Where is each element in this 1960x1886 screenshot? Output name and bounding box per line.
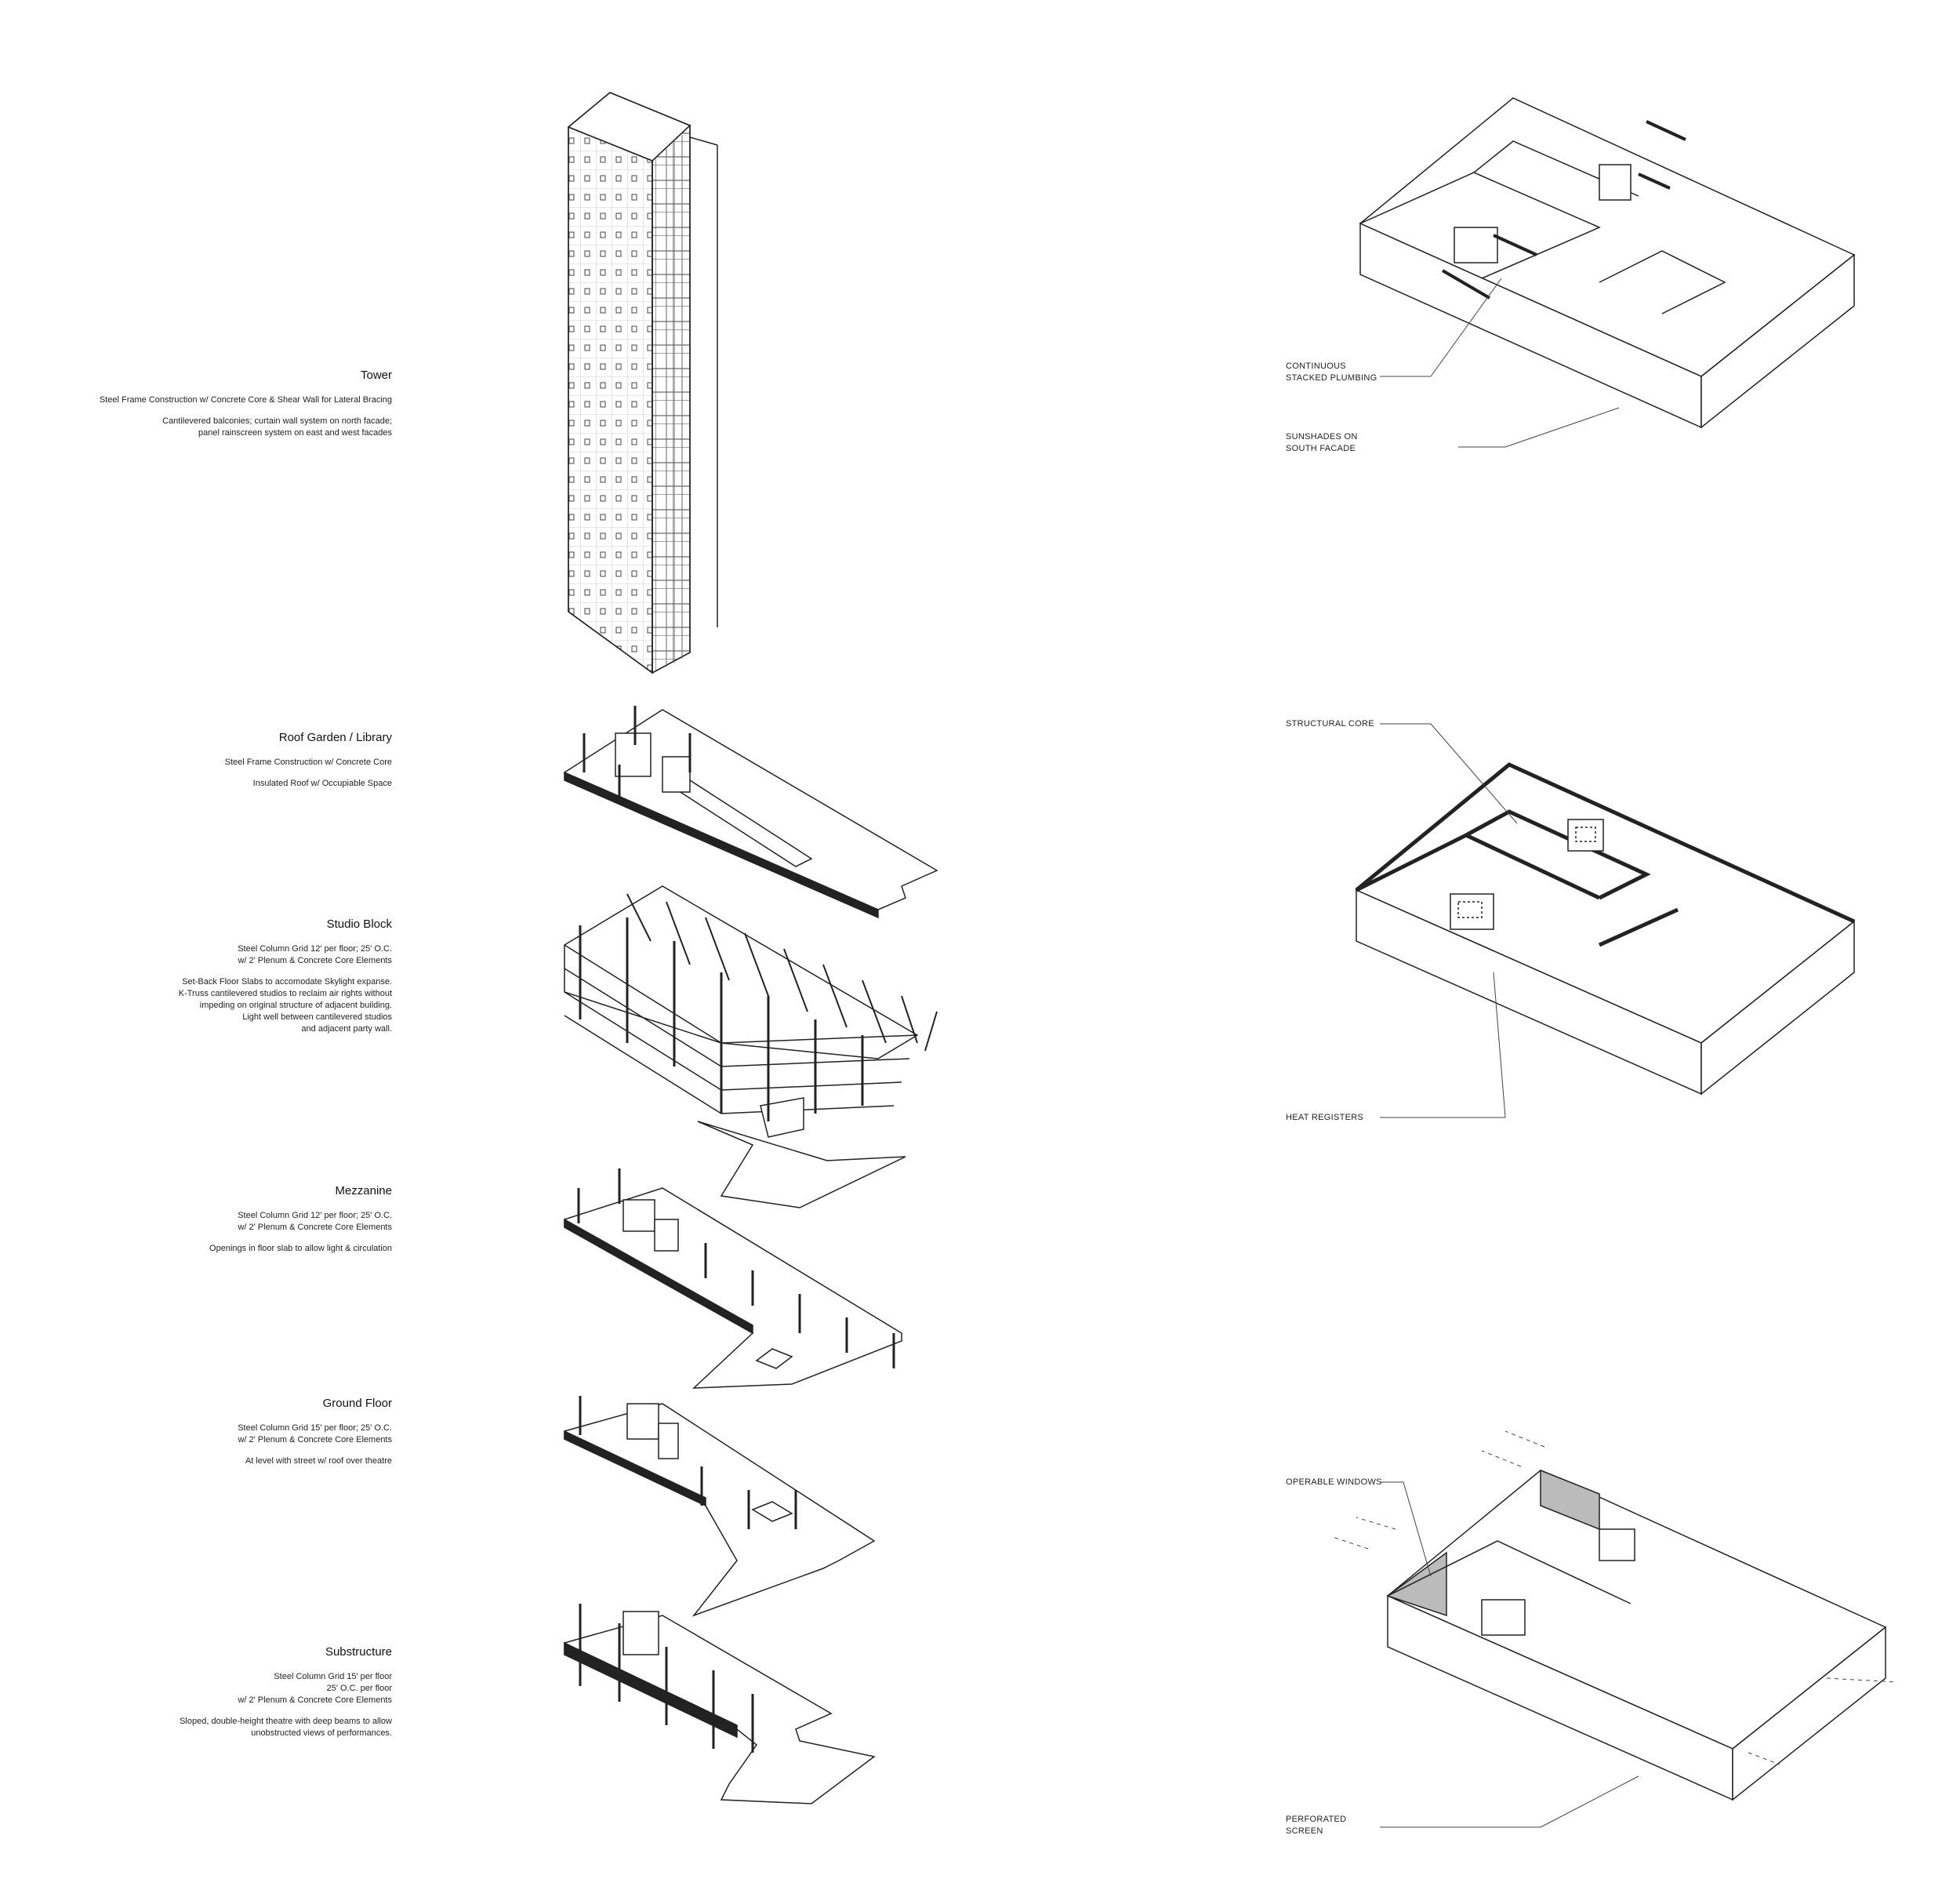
apartment-axon-plumbing [1359,97,1856,429]
mezzanine-desc-2: Openings in floor slab to allow light & … [209,1244,392,1253]
roof-garden-drawing [563,706,938,919]
roof-garden-desc-2: Insulated Roof w/ Occupiable Space [252,779,392,788]
substructure-title: Substructure [325,1645,392,1659]
ground-floor-desc-2: At level with street w/ roof over theatr… [245,1456,392,1466]
tower-desc-2: Cantilevered balconies; curtain wall sys… [162,416,392,438]
perforated-screen-label: PERFORATED SCREEN [1286,1815,1347,1836]
tower-drawing [568,92,718,674]
mezzanine-text-block: Mezzanine Steel Column Grid 12' per floo… [209,1184,392,1264]
heat-leader [1493,972,1506,1118]
windows-leader [1403,1481,1432,1577]
studio-block-desc-1: Steel Column Grid 12' per floor; 25' O.C… [238,944,392,965]
sunshades-leader [1504,407,1620,448]
mezzanine-title: Mezzanine [335,1184,392,1197]
tower-desc-1: Steel Frame Construction w/ Concrete Cor… [99,395,392,405]
operable-windows-label: OPERABLE WINDOWS [1286,1477,1382,1487]
ground-floor-title: Ground Floor [322,1397,392,1410]
ground-floor-drawing [564,1396,876,1617]
sunshades-label: SUNSHADES ON SOUTH FACADE [1286,432,1358,453]
core-leader [1430,723,1518,824]
substructure-text-block: Substructure Steel Column Grid 15' per f… [180,1645,392,1749]
heat-registers-label: HEAT REGISTERS [1286,1113,1364,1122]
studio-block-drawing [564,885,938,1208]
studio-block-title: Studio Block [326,918,392,931]
plumbing-label: CONTINUOUS STACKED PLUMBING [1286,362,1377,383]
tower-title: Tower [360,369,392,382]
roof-garden-title: Roof Garden / Library [278,731,392,744]
roof-garden-desc-1: Steel Frame Construction w/ Concrete Cor… [224,758,392,767]
studio-block-text-block: Studio Block Steel Column Grid 12' per f… [179,918,392,1045]
roof-garden-text-block: Roof Garden / Library Steel Frame Constr… [225,731,392,799]
mezzanine-desc-1: Steel Column Grid 12' per floor; 25' O.C… [238,1211,392,1232]
tower-text-block: Tower Steel Frame Construction w/ Concre… [100,369,392,449]
mezzanine-drawing [564,1168,902,1389]
ground-floor-desc-1: Steel Column Grid 15' per floor; 25' O.C… [238,1423,392,1444]
apartment-axon-core [1355,762,1856,1096]
substructure-desc-1: Steel Column Grid 15' per floor 25' O.C.… [238,1672,392,1705]
substructure-drawing [564,1604,876,1804]
ground-floor-text-block: Ground Floor Steel Column Grid 15' per f… [238,1397,392,1477]
apartment-axon-windows [1332,1430,1898,1801]
substructure-desc-2: Sloped, double-height theatre with deep … [180,1717,392,1738]
screen-leader [1540,1775,1639,1828]
plumbing-leader [1430,278,1502,377]
structural-core-label: STRUCTURAL CORE [1286,719,1374,729]
studio-block-desc-2: Set-Back Floor Slabs to accomodate Skyli… [178,977,392,1034]
